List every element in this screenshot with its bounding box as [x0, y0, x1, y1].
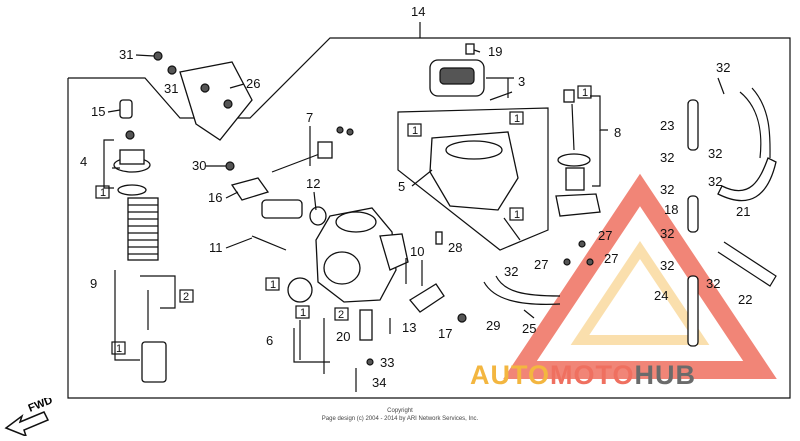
svg-text:2: 2	[183, 291, 189, 303]
svg-text:1: 1	[514, 113, 520, 125]
part-label-13: 13	[402, 320, 416, 335]
part-22-tube	[717, 241, 777, 287]
part-9-spring	[127, 197, 159, 261]
svg-text:1: 1	[514, 209, 520, 221]
part-label-30: 30	[192, 158, 206, 173]
part-7-holder	[317, 141, 333, 159]
part-28-screw	[435, 231, 443, 245]
part-label-32i: 32	[706, 276, 720, 291]
part-17-lever	[409, 283, 445, 313]
part-label-24: 24	[654, 288, 668, 303]
part-3-filter-element	[429, 59, 485, 97]
part-label-8: 8	[614, 125, 621, 140]
part-label-15: 15	[91, 104, 105, 119]
part-label-26: 26	[246, 76, 260, 91]
part-label-19: 19	[488, 44, 502, 59]
copyright-line-2: Page design (c) 2004 - 2014 by ARI Netwo…	[321, 416, 479, 422]
part-label-20: 20	[336, 329, 350, 344]
part-26-top-cover	[179, 61, 253, 141]
part-8-fuel-valve	[555, 89, 601, 217]
part-15-cap	[119, 99, 133, 119]
fwd-arrow-icon: FWD	[4, 394, 54, 438]
copyright-line-1: Copyright	[387, 408, 413, 414]
part-label-32c: 32	[660, 150, 674, 165]
part-label-29: 29	[486, 318, 500, 333]
svg-text:1: 1	[582, 87, 588, 99]
part-label-11: 11	[209, 240, 223, 255]
part-label-12: 12	[306, 176, 320, 191]
watermark-text: AUTOMOTOHUB	[470, 360, 696, 391]
part-30-screw	[225, 161, 235, 171]
part-label-33: 33	[380, 355, 394, 370]
part-label-6: 6	[266, 333, 273, 348]
part-25-tube	[483, 275, 561, 305]
part-label-32f: 32	[708, 174, 722, 189]
part-20-fitting	[359, 309, 373, 341]
part-18-tube	[687, 195, 699, 233]
part-11-screw	[251, 235, 287, 251]
part-16-bracket	[230, 177, 270, 201]
part-9-piston	[141, 341, 167, 383]
float-chamber-box	[397, 107, 549, 251]
part-label-21: 21	[736, 204, 750, 219]
part-label-17: 17	[438, 326, 452, 341]
part-5-float-chamber	[429, 131, 519, 211]
watermark-part-a: AUTO	[470, 360, 551, 390]
part-label-32d: 32	[708, 146, 722, 161]
part-label-32g: 32	[660, 226, 674, 241]
part-24-tube	[687, 275, 699, 347]
watermark-logo	[503, 173, 777, 379]
part-label-32a: 32	[504, 264, 518, 279]
part-label-27a: 27	[598, 228, 612, 243]
svg-text:1: 1	[412, 125, 418, 137]
part-label-32b: 32	[716, 60, 730, 75]
svg-text:1: 1	[116, 343, 122, 355]
part-number-labels: 15 4 9 31 31 26 30 16 7 12 11 6 20 33 34…	[80, 44, 752, 390]
part-label-14: 14	[411, 4, 425, 19]
part-label-22: 22	[738, 292, 752, 307]
part-1-o-ring	[287, 277, 313, 303]
part-4-carb-top	[113, 130, 151, 173]
carburetor-body	[315, 207, 409, 303]
part-label-27b: 27	[534, 257, 548, 272]
part-12-jet-set	[261, 199, 327, 226]
part-label-5: 5	[398, 179, 405, 194]
part-label-34: 34	[372, 375, 386, 390]
part-label-7: 7	[306, 110, 313, 125]
part-label-9: 9	[90, 276, 97, 291]
part-23-tube	[687, 99, 699, 151]
part-31-screw-a	[153, 51, 163, 61]
svg-text:2: 2	[338, 309, 344, 321]
watermark-part-b: MOTO	[550, 360, 635, 390]
part-label-3: 3	[518, 74, 525, 89]
part-label-16: 16	[208, 190, 222, 205]
part-label-32e: 32	[660, 182, 674, 197]
forward-arrow: FWD	[4, 394, 68, 441]
part-4-washer	[117, 184, 147, 196]
part-32-clip-tube	[739, 87, 771, 159]
part-label-4: 4	[80, 154, 87, 169]
part-label-10: 10	[410, 244, 424, 259]
part-21-tube	[717, 157, 777, 202]
part-19-bolt	[465, 43, 475, 55]
svg-text:1: 1	[300, 307, 306, 319]
part-label-18: 18	[664, 202, 678, 217]
part-label-28: 28	[448, 240, 462, 255]
part-31-screw-b	[167, 65, 177, 75]
part-label-31a: 31	[119, 47, 133, 62]
part-label-27c: 27	[604, 251, 618, 266]
watermark-part-c: HUB	[634, 360, 697, 390]
svg-text:1: 1	[270, 279, 276, 291]
part-label-32h: 32	[660, 258, 674, 273]
svg-text:1: 1	[100, 187, 106, 199]
part-label-23: 23	[660, 118, 674, 133]
part-label-31b: 31	[164, 81, 178, 96]
part-label-25: 25	[522, 321, 536, 336]
diagram-frame	[67, 37, 791, 399]
